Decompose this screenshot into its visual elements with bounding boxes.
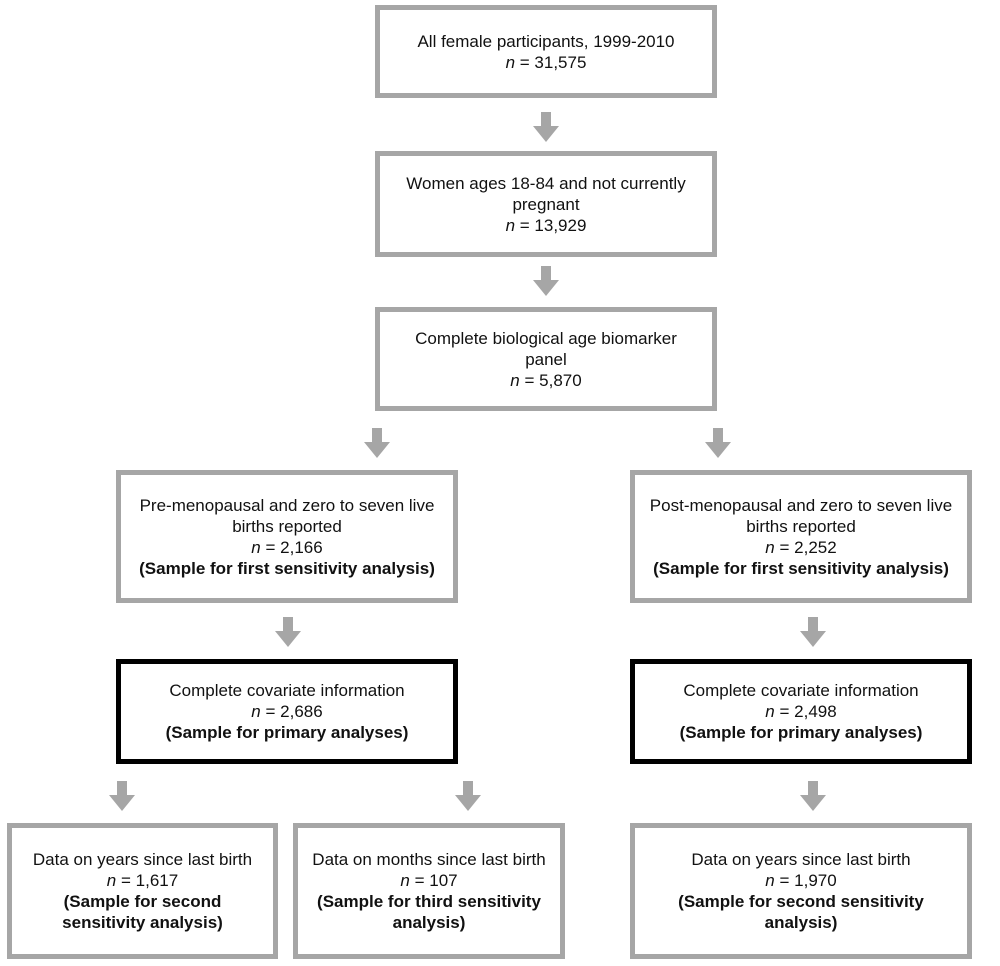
box-count: n = 107 (400, 870, 457, 891)
box-count: n = 5,870 (510, 370, 581, 391)
box-count: n = 31,575 (506, 52, 587, 73)
box-count: n = 13,929 (506, 215, 587, 236)
count-value: = 107 (409, 871, 458, 890)
n-symbol: n (251, 537, 261, 557)
box-note: (Sample for primary analyses) (679, 723, 923, 742)
box-text: Complete covariate information (169, 681, 405, 700)
count-value: = 1,617 (116, 871, 179, 890)
n-symbol: n (510, 370, 520, 390)
down-arrow-icon (705, 428, 731, 458)
box-count: n = 1,617 (107, 870, 178, 891)
box-count: n = 2,166 (251, 537, 322, 558)
box-count: n = 2,498 (765, 701, 836, 722)
box-years-since-birth-right: Data on years since last birth n = 1,970… (630, 823, 972, 959)
box-note: (Sample for second sensitivity analysis) (62, 892, 223, 932)
down-arrow-icon (533, 266, 559, 296)
n-symbol: n (251, 702, 261, 721)
n-symbol: n (765, 702, 775, 721)
down-arrow-icon (800, 617, 826, 647)
n-symbol: n (400, 871, 410, 890)
count-value: = 31,575 (515, 52, 587, 72)
box-women-not-pregnant: Women ages 18-84 and not currently pregn… (375, 151, 717, 257)
count-value: = 13,929 (515, 215, 587, 235)
box-all-female-participants: All female participants, 1999-2010 n = 3… (375, 5, 717, 98)
box-complete-biomarker-panel: Complete biological age biomarker panel … (375, 307, 717, 411)
count-value: = 1,970 (774, 871, 837, 890)
box-count: n = 1,970 (765, 870, 836, 891)
down-arrow-icon (364, 428, 390, 458)
box-months-since-birth: Data on months since last birth n = 107 … (293, 823, 565, 959)
box-text: Data on months since last birth (312, 850, 546, 869)
box-text: Pre-menopausal and zero to seven live bi… (139, 495, 435, 536)
count-value: = 2,686 (260, 702, 323, 721)
box-text: Data on years since last birth (691, 850, 911, 869)
box-text: Complete biological age biomarker panel (415, 328, 677, 369)
box-text: Complete covariate information (683, 681, 919, 700)
box-covariate-right: Complete covariate information n = 2,498… (630, 659, 972, 764)
box-count: n = 2,686 (251, 701, 322, 722)
down-arrow-icon (275, 617, 301, 647)
box-post-menopausal: Post-menopausal and zero to seven live b… (630, 470, 972, 603)
box-text: Women ages 18-84 and not currently pregn… (406, 173, 686, 214)
n-symbol: n (106, 871, 117, 890)
box-covariate-left: Complete covariate information n = 2,686… (116, 659, 458, 764)
n-symbol: n (765, 537, 775, 557)
box-years-since-birth-left: Data on years since last birth n = 1,617… (7, 823, 278, 959)
box-note: (Sample for first sensitivity analysis) (139, 558, 435, 578)
count-value: = 5,870 (519, 370, 582, 390)
count-value: = 2,498 (774, 702, 837, 721)
down-arrow-icon (455, 781, 481, 811)
box-text: Post-menopausal and zero to seven live b… (649, 495, 953, 536)
count-value: = 2,166 (260, 537, 323, 557)
box-pre-menopausal: Pre-menopausal and zero to seven live bi… (116, 470, 458, 603)
box-note: (Sample for second sensitivity analysis) (678, 892, 924, 932)
down-arrow-icon (800, 781, 826, 811)
box-note: (Sample for third sensitivity analysis) (317, 892, 541, 932)
box-text: Data on years since last birth (32, 850, 253, 869)
count-value: = 2,252 (774, 537, 837, 557)
box-count: n = 2,252 (765, 537, 836, 558)
box-note: (Sample for first sensitivity analysis) (653, 558, 949, 578)
box-note: (Sample for primary analyses) (165, 723, 409, 742)
box-text: All female participants, 1999-2010 (417, 31, 675, 51)
down-arrow-icon (109, 781, 135, 811)
n-symbol: n (505, 52, 516, 72)
n-symbol: n (765, 871, 775, 890)
n-symbol: n (505, 215, 516, 235)
down-arrow-icon (533, 112, 559, 142)
